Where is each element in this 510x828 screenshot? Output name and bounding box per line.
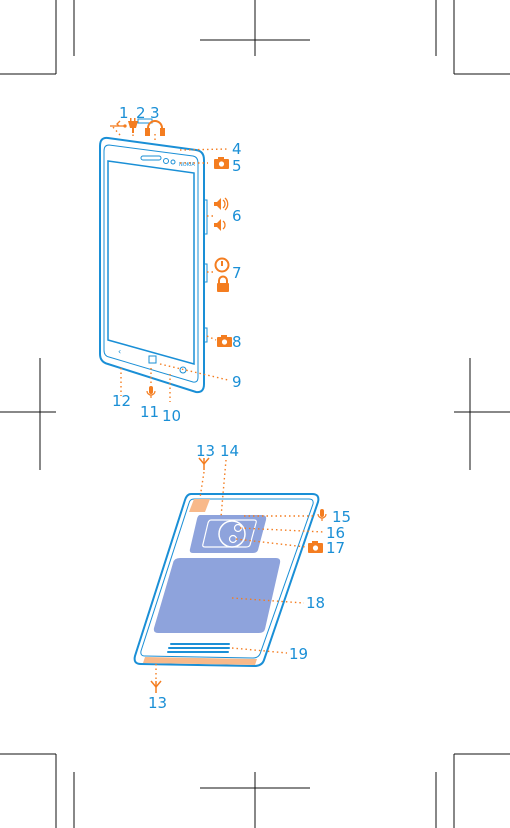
headphones-icon [146,121,164,135]
volume-down-icon [214,219,225,231]
callout-10: 10 [162,407,181,425]
callout-17: 17 [326,539,345,557]
callout-5: 5 [232,157,242,175]
callout-11: 11 [140,403,159,421]
callout-19: 19 [289,645,308,663]
volume-up-icon [214,198,228,210]
power-key[interactable] [204,264,207,282]
microphone-icon [318,509,326,521]
callout-3: 3 [150,104,160,122]
volume-key[interactable] [204,200,207,234]
front-body [100,138,204,392]
callout-13-top: 13 [196,442,215,460]
callout-12: 12 [112,392,131,410]
callout-8: 8 [232,333,242,351]
callout-9: 9 [232,373,242,391]
wireless-charging-area [154,558,280,633]
camera-icon [308,541,323,553]
lock-icon [217,277,229,293]
power-icon [216,259,229,272]
callout-4: 4 [232,140,242,158]
callout-13-bottom: 13 [148,694,167,712]
loudspeaker [167,643,230,653]
callout-18: 18 [306,594,325,612]
antenna-icon [151,681,161,693]
callout-1: 1 [119,104,129,122]
phone-back [135,494,319,666]
camera-key[interactable] [204,328,207,342]
microphone-icon [147,386,155,398]
callout-7: 7 [232,264,242,282]
back-key-icon: ‹ [118,347,121,356]
callout-14: 14 [220,442,239,460]
camera-icon [217,335,232,347]
callout-2: 2 [136,104,146,122]
phone-front: NOKIA ‹ [100,119,207,392]
camera-icon [214,157,229,169]
callout-6: 6 [232,207,242,225]
